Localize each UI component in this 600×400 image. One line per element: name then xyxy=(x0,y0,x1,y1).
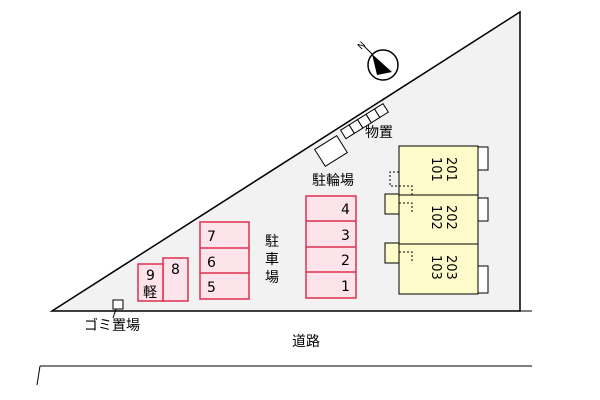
parking-slot-4: 4 xyxy=(341,202,350,218)
garbage-leader-line xyxy=(112,308,117,319)
north-arrow-icon: N xyxy=(356,40,399,81)
garbage-area xyxy=(112,299,124,310)
parking-slot-8-area xyxy=(162,257,189,302)
unit-102-label: 102 xyxy=(428,205,443,230)
storage-label: 物置 xyxy=(365,125,393,141)
parking-slot-9-kei: 軽 xyxy=(143,285,157,301)
bicycle-parking-label: 駐輪場 xyxy=(312,172,354,189)
parking-label-char-1: 駐 xyxy=(265,234,279,250)
parking-slot-7: 7 xyxy=(207,229,216,245)
unit-103-label: 103 xyxy=(428,255,443,280)
parking-slot-8: 8 xyxy=(171,262,180,278)
parking-slot-6: 6 xyxy=(207,255,216,271)
parking-right-column xyxy=(305,195,357,299)
svg-text:N: N xyxy=(356,40,368,52)
parking-slot-1: 1 xyxy=(341,279,350,295)
road-label: 道路 xyxy=(292,334,320,350)
parking-slot-9: 9 xyxy=(146,268,155,284)
unit-202-label: 202 xyxy=(443,205,458,230)
unit-203-label: 203 xyxy=(443,255,458,280)
unit-201-label: 201 xyxy=(443,157,458,182)
road-edge-bottom-corner xyxy=(36,365,41,386)
storage-sheds xyxy=(339,102,390,140)
parking-slot-9-area xyxy=(137,263,164,302)
garbage-label: ゴミ置場 xyxy=(84,317,140,334)
parking-label-char-3: 場 xyxy=(265,270,279,286)
bicycle-parking-area xyxy=(313,134,349,168)
unit-101-label: 101 xyxy=(428,157,443,182)
parking-middle-column xyxy=(199,221,250,300)
parking-slot-5: 5 xyxy=(207,280,216,296)
apartment-building xyxy=(384,145,489,295)
parking-label-char-2: 車 xyxy=(265,251,279,268)
parking-slot-2: 2 xyxy=(341,253,350,269)
parking-slot-3: 3 xyxy=(341,228,350,244)
